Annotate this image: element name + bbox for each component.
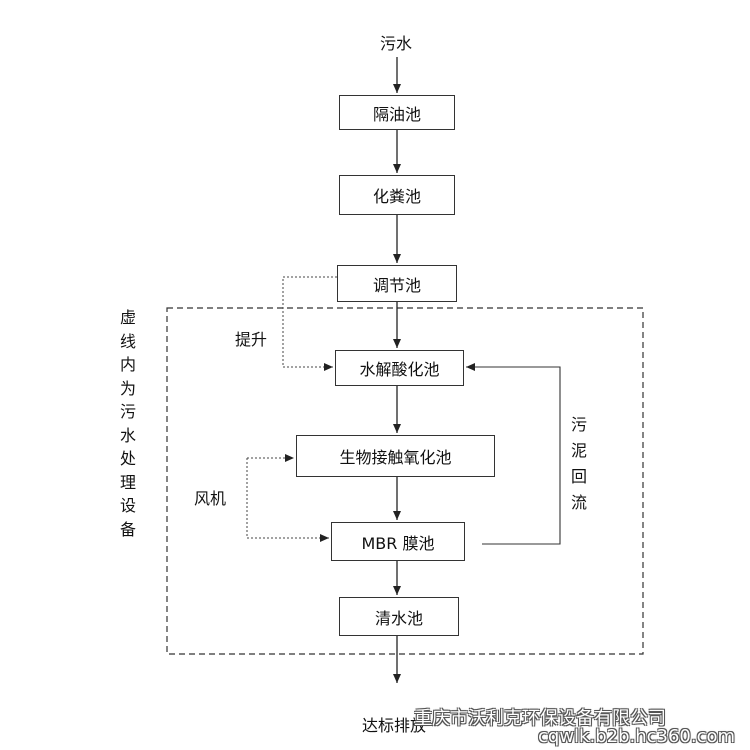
equipment-boundary: [166, 307, 644, 655]
blower-label: 风机: [194, 489, 227, 508]
lift-label: 提升: [235, 330, 268, 349]
grease-trap-box: 隔油池: [339, 95, 455, 130]
dashed-area-note: 虚线内为污水处理设备: [119, 308, 136, 539]
septic-tank-box: 化粪池: [339, 175, 455, 215]
watermark-company: 重庆市沃利克环保设备有限公司: [414, 708, 666, 729]
lift-line: [282, 276, 337, 371]
blower-line: [246, 458, 329, 542]
discharge-label: 达标排放: [362, 716, 427, 735]
sludge-return-line: [466, 363, 561, 545]
contact-oxidation-tank-box: 生物接触氧化池: [296, 435, 495, 477]
sludge-return-label: 污泥回流: [570, 415, 587, 512]
hydrolysis-tank-box: 水解酸化池: [335, 350, 464, 386]
watermark-url: cqwlk.b2b.hc360.com: [538, 726, 736, 747]
inlet-label: 污水: [380, 34, 413, 53]
mbr-tank-box: MBR 膜池: [331, 522, 465, 561]
clear-water-tank-box: 清水池: [339, 597, 459, 636]
equalization-tank-box: 调节池: [337, 265, 457, 302]
